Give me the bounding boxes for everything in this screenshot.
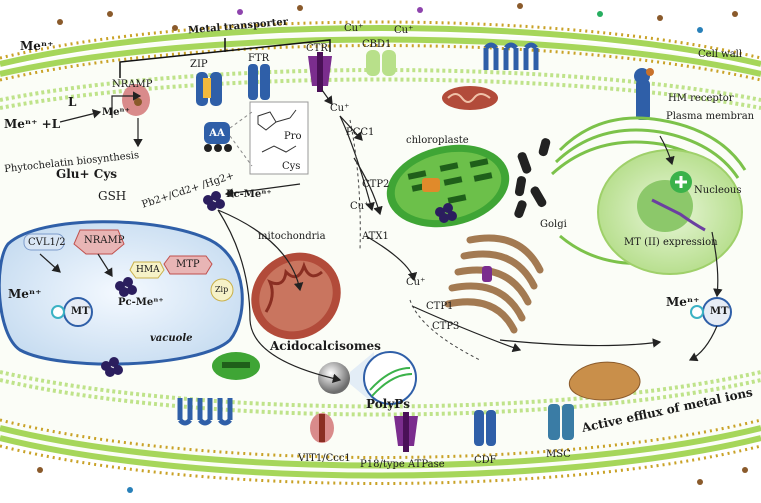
golgi-dark-stacks xyxy=(514,138,551,219)
label-vacuole: vacuole xyxy=(150,333,193,344)
helix-bottom-icon xyxy=(177,398,233,426)
label-ctr: CTR xyxy=(306,43,328,54)
mitochondria-top xyxy=(442,86,498,110)
zip-transporter-icon xyxy=(196,72,222,106)
cdf-transporter-icon xyxy=(474,410,496,446)
label-hma: HMA xyxy=(136,265,160,275)
label-cys: Cys xyxy=(282,161,301,172)
ctr-transporter-icon xyxy=(308,52,332,92)
nramp-vac-icon xyxy=(73,229,125,255)
label-l: L xyxy=(68,95,77,109)
ftr-transporter-icon xyxy=(248,64,270,100)
label-cvl: CVL1/2 xyxy=(28,237,66,248)
label-mitochondria: mitochondria xyxy=(258,231,326,242)
brown-vesicle xyxy=(568,361,641,401)
plasma-membrane-top xyxy=(0,68,761,110)
label-me-l: Meⁿ⁺ +L xyxy=(4,117,61,131)
chloroplast xyxy=(386,144,510,228)
label-cbd1: CBD1 xyxy=(362,39,392,50)
label-acidocalcisomes: Acidocalcisomes xyxy=(270,339,381,353)
metal-ions-outside xyxy=(37,3,748,493)
metal-transporter-bracket xyxy=(119,38,331,78)
mtp-icon xyxy=(163,255,213,275)
label-aa: AA xyxy=(209,127,225,139)
label-mt-vac: MT xyxy=(71,306,90,317)
label-atx1: ATX1 xyxy=(362,231,389,242)
cell-wall-bottom xyxy=(0,370,761,485)
label-golgi: Golgi xyxy=(540,219,567,230)
golgi-transporter-icon xyxy=(482,266,492,282)
label-msc: MSC xyxy=(546,449,571,460)
label-zip: ZIP xyxy=(190,59,208,70)
label-gsh: GSH xyxy=(98,189,127,203)
label-nramp-top: NRAMP xyxy=(112,79,153,90)
label-nramp-vac: NRAMP xyxy=(84,235,125,246)
helix-transporter-icon xyxy=(483,42,539,70)
dashed-pathway xyxy=(349,119,481,361)
label-chloroplaste: chloroplaste xyxy=(406,135,469,146)
label-ftr: FTR xyxy=(248,53,270,64)
label-nucleous: Nucleous xyxy=(694,185,742,196)
plus-icon xyxy=(670,171,692,193)
label-hm-receptor: HM receptor xyxy=(668,93,734,104)
label-pro: Pro xyxy=(284,131,302,142)
label-me-vac: Meⁿ⁺ xyxy=(8,287,42,301)
mitochondria-large xyxy=(251,252,341,340)
label-cu-4: Cu⁺ xyxy=(406,277,426,288)
label-vit1: VIT1/Ccc1 xyxy=(298,453,351,464)
label-zip-vac: Zip xyxy=(215,285,229,294)
green-vesicle xyxy=(212,352,260,380)
golgi-apparatus xyxy=(444,234,544,334)
label-cdf: CDF xyxy=(474,455,497,466)
label-ctp3: CTP3 xyxy=(432,321,460,332)
label-pc-me-2: Pc-Meⁿ⁺ xyxy=(118,297,164,308)
label-cu-3: Cu⁺ xyxy=(330,103,350,114)
label-me-ion: Meⁿ⁺ xyxy=(102,107,130,118)
label-pc-me-1: Pc-Meⁿ⁺ xyxy=(226,189,272,200)
aa-connectors xyxy=(229,111,253,167)
msc-transporter-icon xyxy=(548,404,574,440)
cytoplasm xyxy=(0,32,761,478)
metal-complex-icon xyxy=(101,191,457,377)
aa-icon xyxy=(204,122,232,152)
label-polyps: PolyPs xyxy=(366,397,411,411)
cvl-transporter-icon xyxy=(23,233,65,251)
label-cu-ctp2: Cu⁺ xyxy=(350,201,370,212)
nucleus xyxy=(597,149,743,275)
label-ctp1: CTP1 xyxy=(426,301,454,312)
label-cu-1: Cu⁺ xyxy=(344,23,364,34)
mt-vac-icon xyxy=(51,297,93,327)
label-pcc1: PCC1 xyxy=(346,127,375,138)
vit1-transporter-icon xyxy=(310,413,334,443)
label-mtp: MTP xyxy=(176,259,200,270)
zip-vac-icon xyxy=(210,278,234,302)
label-mt-right: MT xyxy=(710,306,729,317)
cbd1-icon xyxy=(366,50,396,76)
label-me-right: Meⁿ⁺ xyxy=(666,295,700,309)
cell-wall-top xyxy=(0,20,761,82)
hma-icon xyxy=(129,261,165,279)
label-plasma-membrane: Plasma membran xyxy=(666,111,755,122)
label-cu-2: Cu⁺ xyxy=(394,25,414,36)
amino-acid-box xyxy=(249,101,309,175)
label-glu-cys: Glu+ Cys xyxy=(56,167,118,181)
label-me-top: Meⁿ⁺ xyxy=(20,39,54,53)
label-mt-expression: MT (II) expression xyxy=(624,237,718,248)
hm-receptor-icon xyxy=(634,68,654,120)
label-ctp2: CTP2 xyxy=(362,179,390,190)
label-cell-wall: Cell wall xyxy=(698,49,743,60)
p18-transporter-icon xyxy=(394,412,418,452)
label-p18: P18/type ATPase xyxy=(360,459,445,470)
